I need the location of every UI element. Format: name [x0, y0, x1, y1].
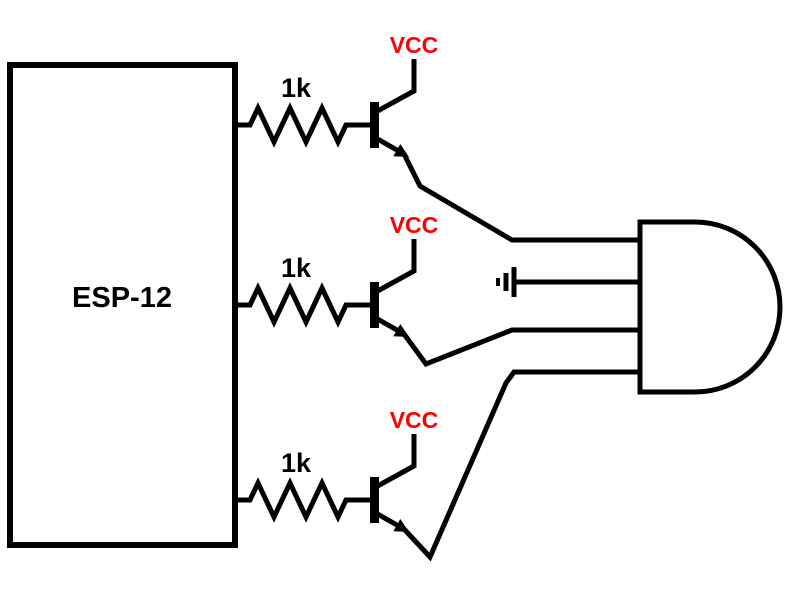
esp12-box — [7, 62, 238, 548]
driver-channel-2: 1k VCC — [235, 212, 640, 368]
transistor-2-emitter-wire — [372, 239, 417, 296]
resistor-3 — [235, 477, 372, 523]
driver-channel-1: 1k VCC — [235, 32, 640, 243]
resistor-1 — [235, 102, 372, 148]
vcc-label-3: VCC — [390, 407, 439, 433]
ground-symbol-icon — [496, 267, 517, 297]
transistor-1-base-bar — [370, 102, 379, 148]
wire-transistor-3-to-led — [402, 369, 640, 562]
led-body — [637, 219, 783, 395]
resistor-2 — [235, 282, 372, 328]
transistor-3-base-bar — [370, 477, 379, 523]
transistor-3-emitter-wire — [372, 434, 417, 491]
esp12-label: ESP-12 — [72, 282, 172, 314]
transistor-2-base-bar — [370, 282, 379, 328]
resistor-3-label: 1k — [281, 448, 312, 478]
wire-transistor-2-to-led — [401, 327, 640, 368]
resistor-1-label: 1k — [281, 73, 312, 103]
transistor-1-emitter-wire — [372, 59, 417, 116]
driver-channel-3: 1k VCC — [235, 369, 640, 562]
vcc-label-2: VCC — [390, 212, 439, 238]
resistor-2-label: 1k — [281, 253, 312, 283]
wire-transistor-1-to-led — [401, 152, 640, 243]
vcc-label-1: VCC — [390, 32, 439, 58]
